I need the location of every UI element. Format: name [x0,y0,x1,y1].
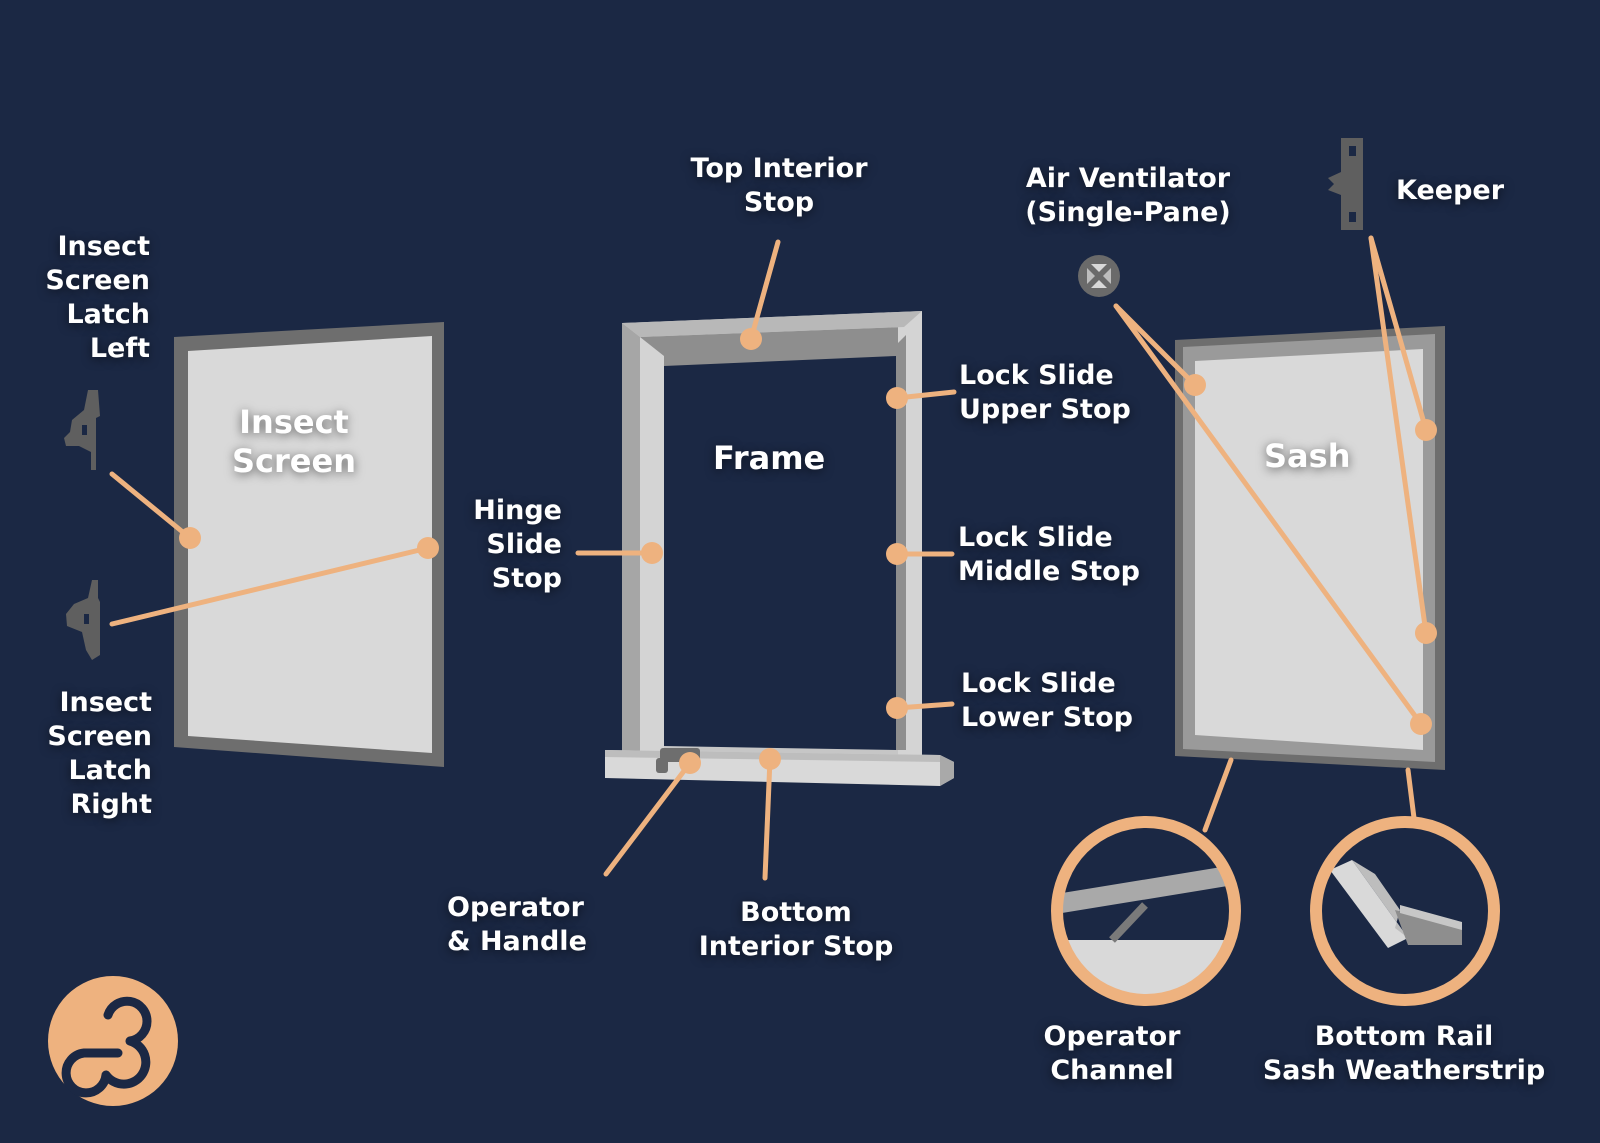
operator-channel-detail [1051,816,1241,1006]
bottom-interior-stop-label: Bottom Interior Stop [696,896,896,964]
label-line: Lower Stop [961,702,1133,733]
sash-title: Sash [1264,437,1350,476]
label-line: Latch [66,299,150,330]
label-line: Operator [447,892,584,923]
air-ventilator-label: Air Ventilator (Single-Pane) [1020,162,1236,230]
label-line: Hinge [473,495,562,526]
frame-part [605,311,954,786]
insect-screen-panel [174,322,444,767]
operator-handle-label: Operator & Handle [447,891,587,959]
frame-title: Frame [713,439,825,478]
label-line: Middle Stop [958,556,1140,587]
label-line: Insect [57,231,150,262]
callout-lines [109,235,1429,881]
operator-channel-label: Operator Channel [1032,1020,1192,1088]
lock-slide-lower-stop-label: Lock Slide Lower Stop [961,667,1133,735]
bottom-rail-sash-weatherstrip-label: Bottom Rail Sash Weatherstrip [1262,1020,1546,1088]
label-line: Operator [1043,1021,1181,1052]
insect-screen-latch-right-icon [66,580,100,660]
label-line: Top Interior [690,153,868,184]
label-line: Stop [743,187,815,218]
sash-title-text: Sash [1264,437,1351,475]
label-line: Screen [47,721,152,752]
insect-screen-title-line: Insect [239,403,349,441]
label-line: Screen [45,265,150,296]
label-line: Bottom [740,897,852,928]
label-line: & Handle [447,926,587,957]
callout-dots [179,328,1437,774]
label-line: Keeper [1396,175,1505,206]
frame-title-text: Frame [713,439,826,477]
label-line: Lock Slide [958,522,1113,553]
insect-screen-title: Insect Screen [232,403,356,481]
brand-logo-icon [48,976,178,1106]
label-line: Interior Stop [698,931,894,962]
label-line: Sash Weatherstrip [1262,1055,1546,1086]
lock-slide-upper-stop-label: Lock Slide Upper Stop [959,359,1131,427]
label-line: Upper Stop [959,394,1131,425]
label-line: Lock Slide [961,668,1116,699]
air-ventilator-icon [1078,255,1120,297]
insect-screen-latch-left-icon [64,390,100,470]
insect-screen-latch-left-label: Insect Screen Latch Left [22,230,150,366]
label-line: Latch [68,755,152,786]
label-line: Bottom Rail [1314,1021,1494,1052]
label-line: Right [70,789,152,820]
hinge-slide-stop-label: Hinge Slide Stop [440,494,562,596]
label-line: Slide [486,529,562,560]
label-line: Channel [1050,1055,1174,1086]
label-line: Lock Slide [959,360,1114,391]
lock-slide-middle-stop-label: Lock Slide Middle Stop [958,521,1140,589]
top-interior-stop-label: Top Interior Stop [679,152,879,220]
keeper-label: Keeper [1396,174,1504,208]
label-line: Left [89,333,150,364]
weatherstrip-detail [1310,816,1500,1006]
label-line: Stop [491,563,562,594]
label-line: Air Ventilator [1025,163,1231,194]
label-line: (Single-Pane) [1025,197,1231,228]
keeper-icon [1328,138,1363,230]
insect-screen-latch-right-label: Insect Screen Latch Right [22,686,152,822]
insect-screen-title-line: Screen [232,442,356,480]
label-line: Insect [59,687,152,718]
